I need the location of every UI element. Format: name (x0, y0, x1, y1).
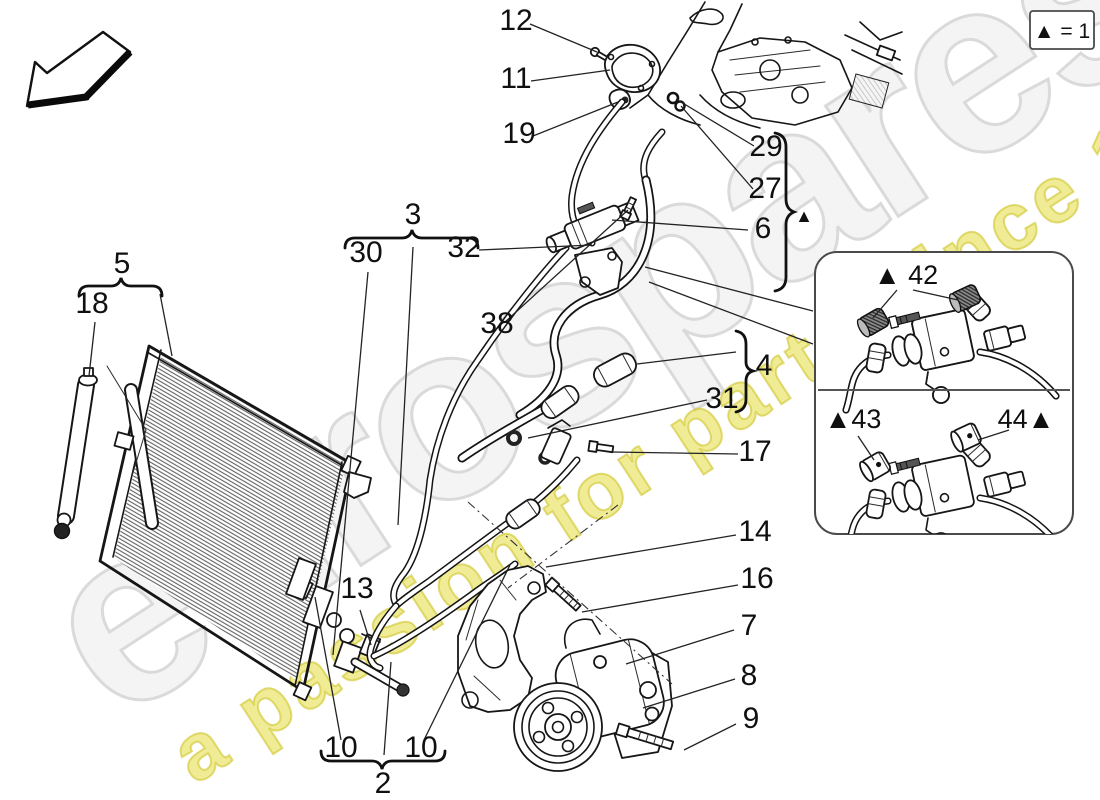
callout-17: 17 (738, 435, 771, 468)
grommet-31 (506, 430, 522, 446)
group-braces: ▲ (77, 131, 813, 770)
inset-panel-bottom (846, 421, 1056, 556)
leader-lines (88, 23, 814, 756)
legend-label: ▲ = 1 (1034, 20, 1090, 43)
pipe-clamp-bracket (540, 419, 572, 465)
fasteners (544, 440, 675, 751)
callout-43: ▲43 (825, 404, 882, 434)
receiver-drier-drawing (53, 365, 147, 540)
direction-arrow-icon (25, 30, 133, 109)
legend-box: ▲ = 1 (1029, 10, 1095, 50)
gasket-drawing (589, 43, 686, 112)
callout-27: 27 (748, 172, 781, 205)
callout-44: 44▲ (998, 404, 1055, 434)
bolt-9 (614, 722, 675, 751)
callout-30: 30 (349, 236, 382, 269)
bolt-16 (544, 576, 582, 612)
condenser-drawing (53, 344, 372, 702)
callout-14: 14 (738, 515, 771, 548)
bolt-12 (589, 46, 609, 62)
callout-13: 13 (340, 572, 373, 605)
callout-5: 5 (114, 247, 131, 280)
callout-31: 31 (705, 382, 738, 415)
assembly-axes (467, 501, 673, 685)
engine-sketch (629, 1, 903, 129)
callout-19: 19 (502, 117, 535, 150)
callout-32: 32 (447, 231, 480, 264)
callout-29: 29 (749, 130, 782, 163)
callout-10-right: 10 (404, 731, 437, 764)
callout-12: 12 (499, 4, 532, 37)
o-ring-29 (666, 91, 680, 105)
callout-9: 9 (743, 702, 760, 735)
condenser-side-tube (113, 383, 159, 530)
callout-10-left: 10 (324, 731, 357, 764)
callout-labels: 12 11 19 29 27 6 3 30 32 38 5 18 4 31 17… (75, 4, 782, 800)
callout-42: ▲ 42 (874, 260, 938, 290)
callout-38: 38 (480, 307, 513, 340)
valve-assembly (545, 196, 640, 296)
inset-detail-box: ▲ 42 ▲43 44▲ (814, 251, 1074, 556)
callout-3: 3 (405, 198, 422, 231)
callout-7: 7 (741, 609, 758, 642)
callout-18: 18 (75, 287, 108, 320)
bolt-17 (587, 440, 615, 454)
group-triangle-marker: ▲ (795, 206, 813, 226)
inset-panel-top (846, 282, 1056, 410)
callout-11: 11 (500, 62, 531, 95)
bolt-38 (619, 196, 637, 222)
callout-4: 4 (756, 349, 773, 382)
callout-2: 2 (375, 767, 392, 800)
bracket-drawing (457, 565, 547, 713)
compressor-drawing (513, 618, 673, 772)
callout-16: 16 (740, 562, 773, 595)
callout-6: 6 (755, 212, 772, 245)
callout-8: 8 (741, 659, 758, 692)
hose-insulators (505, 352, 637, 530)
